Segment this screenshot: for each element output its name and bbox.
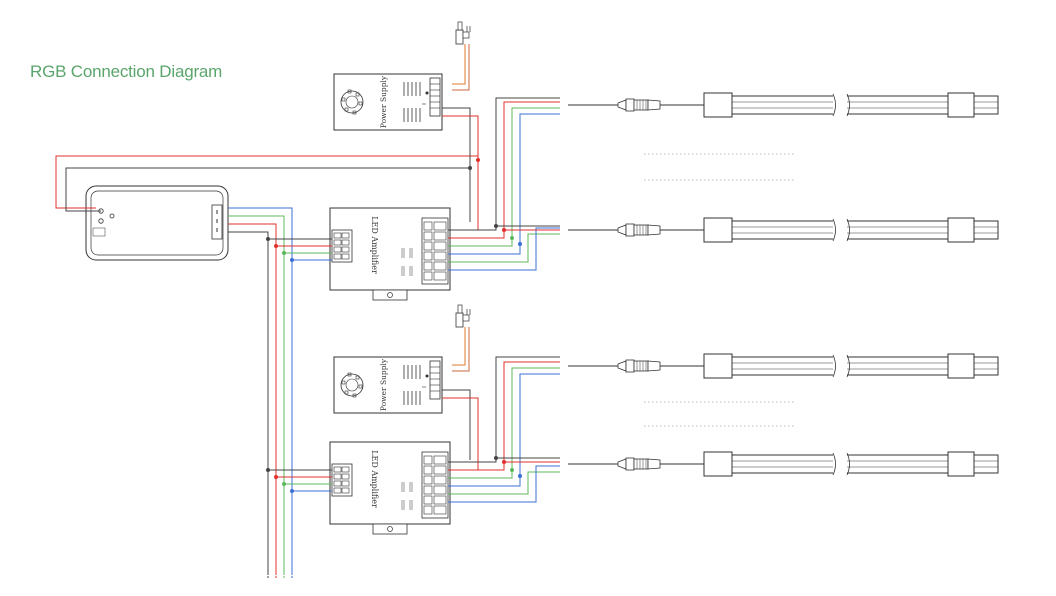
power-supply-1: Power Supply (333, 73, 443, 131)
led-strip-3 (567, 353, 999, 379)
amp-output-wires-1 (448, 97, 560, 271)
controller-terminal (211, 204, 223, 240)
psu-output-wires-1 (442, 107, 479, 230)
rgb-controller (85, 185, 229, 261)
power-supply-label-1: Power Supply (379, 75, 388, 128)
diagram-title: RGB Connection Diagram (30, 62, 223, 81)
power-supply-2: Power Supply (333, 356, 443, 414)
junction-dots (266, 158, 522, 493)
bus-continuation-dotted (267, 540, 293, 578)
amplifier-1: LED Amplifier (329, 207, 451, 301)
amplifier-2: LED Amplifier (329, 441, 451, 535)
led-strip-2 (567, 217, 999, 243)
amplifier-label-1: LED Amplifier (370, 216, 379, 274)
amplifier-label-2: LED Amplifier (370, 450, 379, 508)
ac-input-wires-1 (452, 44, 470, 91)
amp-output-wires-2 (448, 356, 560, 503)
ac-input-wires-2 (452, 327, 470, 372)
power-supply-label-2: Power Supply (379, 358, 388, 411)
amp-input-wires-1 (268, 238, 332, 261)
plug-2 (455, 304, 471, 328)
led-strip-4 (567, 451, 999, 477)
controller-output-wires (228, 207, 293, 575)
psu-output-wires-2 (442, 389, 479, 470)
led-strip-1 (567, 92, 999, 118)
continuation-dotted-lines (644, 153, 796, 427)
plug-1 (455, 21, 471, 45)
amp-input-wires-2 (268, 469, 332, 492)
